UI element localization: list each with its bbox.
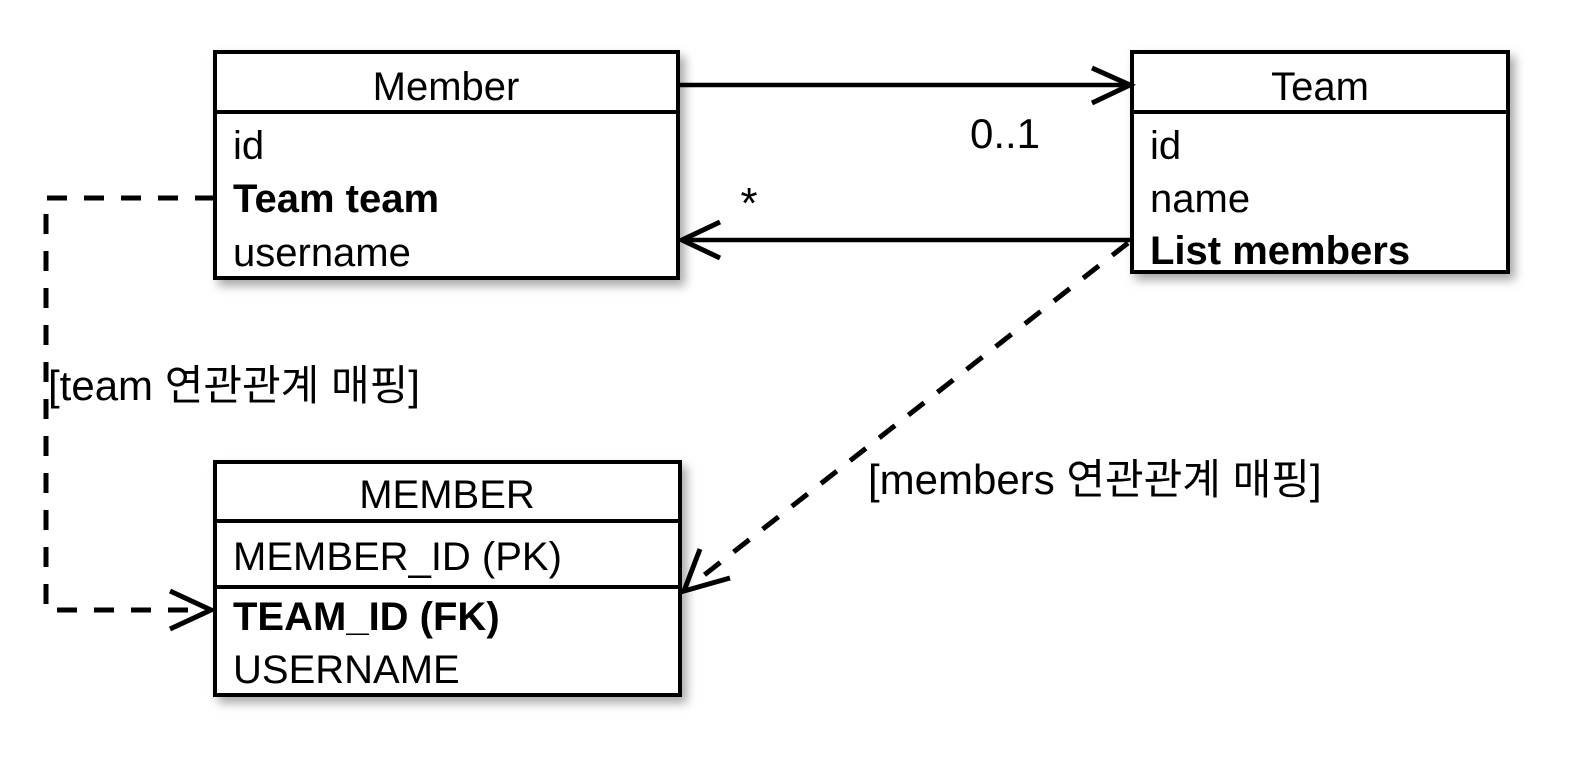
team-to-member-association: * (676, 179, 1130, 261)
note-team-mapping: [team 연관관계 매핑] (48, 362, 420, 409)
team-to-member-arrowhead (676, 219, 722, 261)
member-class-field-id: id (233, 124, 264, 168)
member-to-team-arrowhead (1090, 65, 1136, 106)
team-class-title: Team (1271, 65, 1369, 109)
member-class-box-outline (213, 50, 680, 280)
member-to-team-association: 0..1 (678, 65, 1136, 157)
members-mapping-edge: [members 연관관계 매핑] (679, 241, 1322, 595)
member-table-title: MEMBER (359, 473, 535, 517)
team-class-box[interactable]: Team id name List members (1130, 50, 1510, 274)
multiplicity-team-to-member: * (740, 179, 757, 228)
member-class-field-username: username (233, 231, 411, 275)
members-mapping-line (692, 241, 1130, 585)
team-class-field-id: id (1150, 124, 1181, 168)
team-class-field-name: name (1150, 177, 1250, 221)
note-members-mapping: [members 연관관계 매핑] (868, 456, 1322, 503)
team-mapping-line (43, 195, 215, 613)
member-table-field-team-id: TEAM_ID (FK) (233, 595, 500, 639)
member-table-box-outline (213, 460, 682, 697)
member-class-box[interactable]: Member id Team team username (213, 50, 680, 280)
team-class-box-outline (1130, 50, 1510, 274)
multiplicity-member-to-team: 0..1 (970, 110, 1040, 157)
member-class-field-team: Team team (233, 177, 439, 221)
member-table-field-member-id: MEMBER_ID (PK) (233, 535, 562, 579)
team-class-field-members: List members (1150, 229, 1410, 273)
members-mapping-arrowhead (679, 548, 731, 595)
team-mapping-arrowhead (168, 588, 217, 632)
team-mapping-edge: [team 연관관계 매핑] (43, 195, 420, 632)
member-table-field-username: USERNAME (233, 648, 460, 692)
member-class-title: Member (373, 65, 520, 109)
member-table-box[interactable]: MEMBER MEMBER_ID (PK) TEAM_ID (FK) USERN… (213, 460, 682, 697)
